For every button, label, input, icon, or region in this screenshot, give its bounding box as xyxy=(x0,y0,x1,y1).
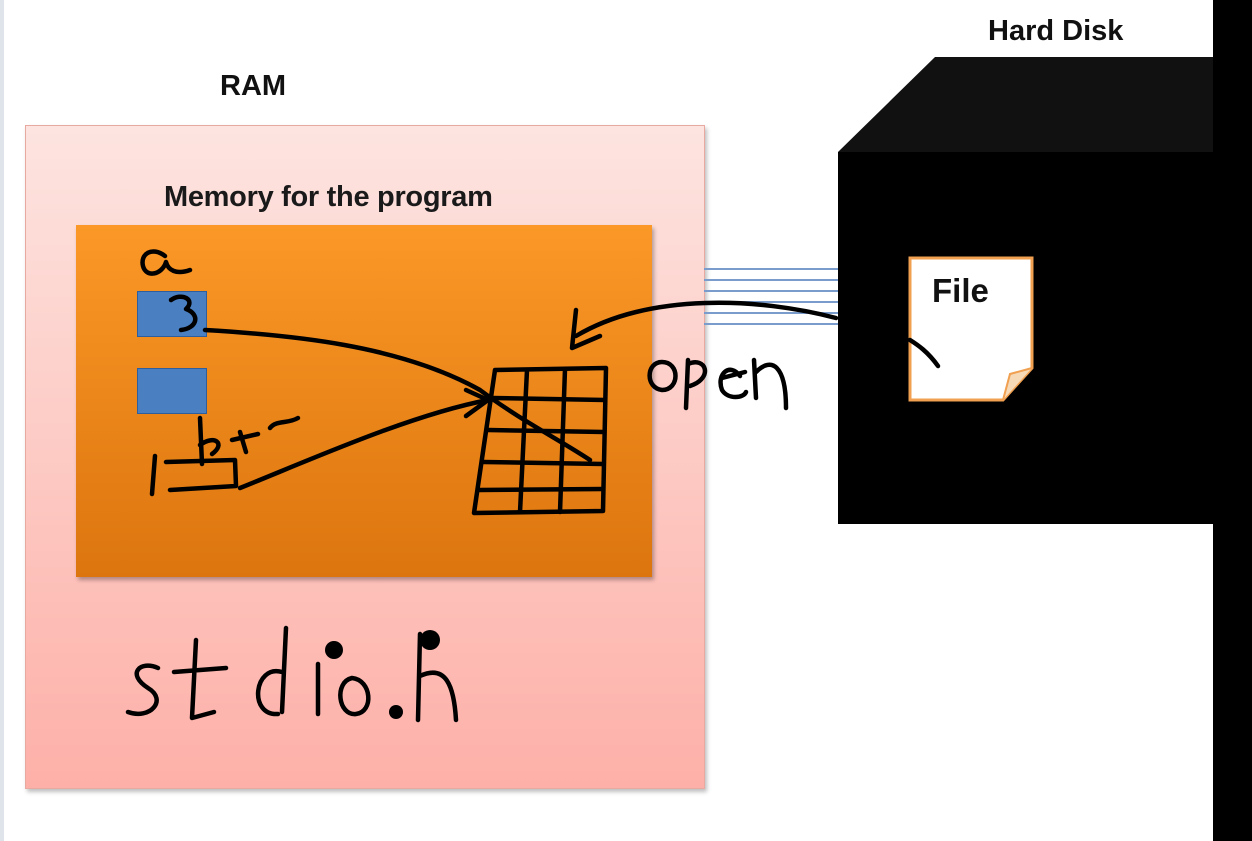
right-edge-bar xyxy=(1213,0,1252,841)
program-memory-label: Memory for the program xyxy=(164,181,493,213)
memory-cell-b xyxy=(137,368,207,414)
hard-disk-label: Hard Disk xyxy=(988,15,1124,47)
hard-disk-top-face xyxy=(838,57,1213,152)
ram-label: RAM xyxy=(220,70,287,102)
handwritten-annotations xyxy=(125,249,941,723)
left-edge xyxy=(0,0,4,841)
document-icon xyxy=(908,256,1034,402)
bus-lines xyxy=(704,268,838,325)
handwritten-dots xyxy=(325,630,440,719)
file-label: File xyxy=(932,272,989,309)
hard-disk-side-face xyxy=(1130,445,1213,524)
